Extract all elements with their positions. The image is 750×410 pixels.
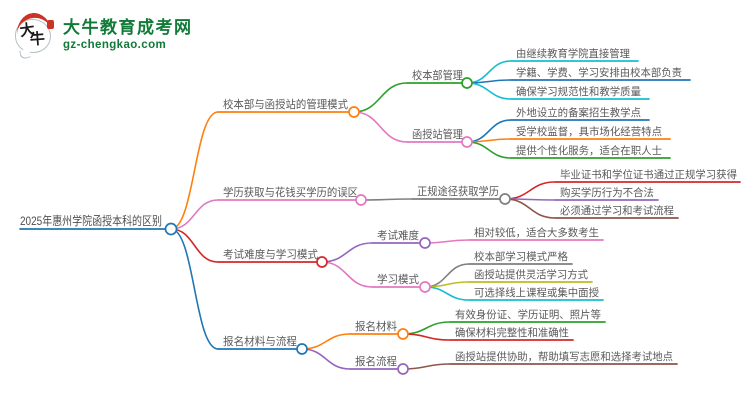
subnode-label: 报名流程 [355, 354, 397, 368]
logo-speech-bubble-icon: 大 牛 [14, 11, 56, 61]
leaf-node: 外地设立的备案招生教学点 [510, 106, 650, 121]
link-sub2-leaf3 [466, 141, 512, 159]
link-branch1-sub1 [353, 82, 408, 113]
branch-toggle[interactable] [296, 343, 308, 355]
leaf-label: 提供个性化服务，适合在职人士 [516, 144, 662, 157]
logo-red-seal-icon [47, 20, 54, 29]
leaf-node: 函授站提供协助，帮助填写志愿和选择考试地点 [449, 350, 678, 365]
subnode-label: 考试难度 [377, 228, 419, 242]
branch-toggle[interactable] [348, 106, 360, 118]
node-sub-hq-management: 校本部管理 [406, 68, 473, 89]
link-branch4-sub1 [301, 333, 351, 350]
brand-text-block: 大牛教育成考网 gz-chengkao.com [63, 18, 193, 51]
brand-domain: gz-chengkao.com [63, 38, 167, 51]
subnode-label: 正规途径获取学历 [417, 184, 499, 198]
node-sub-registration-process: 报名流程 [349, 354, 409, 375]
leaf-label: 学籍、学费、学习安排由校本部负责 [516, 66, 682, 79]
leaf-label: 购买学历行为不合法 [560, 186, 654, 199]
leaf-node: 函授站提供灵活学习方式 [468, 268, 593, 283]
subnode-toggle[interactable] [499, 193, 511, 205]
leaf-label: 确保学习规范性和教学质量 [516, 85, 641, 98]
link-sub3-leaf3 [504, 198, 556, 219]
node-sub-legit-channel: 正规途径获取学历 [411, 184, 511, 205]
subnode-toggle[interactable] [419, 281, 431, 293]
link-branch3-sub1 [321, 242, 373, 263]
subnode-toggle[interactable] [461, 136, 473, 148]
link-sub1-leaf3 [466, 82, 512, 100]
leaf-node: 确保学习规范性和教学质量 [510, 85, 650, 100]
subnode-label: 学习模式 [377, 272, 419, 286]
subnode-label: 报名材料 [355, 319, 397, 333]
node-sub-study-mode: 学习模式 [371, 272, 431, 293]
link-sub5-leaf2 [424, 281, 470, 288]
link-sub6-leaf1 [402, 321, 451, 335]
node-branch-exam-study: 考试难度与学习模式 [217, 247, 328, 268]
leaf-node: 由继续教育学院直接管理 [510, 47, 639, 62]
site-logo: 大 牛 大牛教育成考网 gz-chengkao.com [14, 11, 193, 61]
link-branch2-sub1 [360, 198, 413, 201]
leaf-node: 校本部学习模式严格 [468, 250, 573, 265]
leaf-node: 提供个性化服务，适合在职人士 [510, 144, 671, 159]
node-root: 2025年惠州学院函授本科的区别 [19, 213, 178, 236]
branch-toggle[interactable] [355, 194, 367, 206]
link-sub3-leaf1 [504, 181, 556, 200]
leaf-label: 必须通过学习和考试流程 [560, 204, 674, 217]
branch-label: 学历获取与花钱买学历的误区 [223, 185, 358, 199]
link-root-branch1 [170, 111, 219, 230]
leaf-label: 由继续教育学院直接管理 [516, 47, 630, 60]
link-sub6-leaf2 [402, 333, 451, 341]
leaf-label: 相对较低，适合大多数考生 [474, 226, 599, 239]
link-sub5-leaf3 [424, 286, 470, 301]
leaf-node: 可选择线上课程或集中面授 [468, 286, 604, 301]
leaf-label: 可选择线上课程或集中面授 [474, 286, 599, 299]
subnode-toggle[interactable] [419, 237, 431, 249]
leaf-node: 购买学历行为不合法 [554, 186, 659, 201]
logo-character-bottom: 牛 [29, 31, 46, 49]
node-branch-registration: 报名材料与流程 [217, 334, 308, 355]
subnode-label: 校本部管理 [412, 68, 463, 82]
node-root-toggle[interactable] [164, 222, 178, 236]
brand-name: 大牛教育成考网 [63, 18, 193, 38]
leaf-node: 学籍、学费、学习安排由校本部负责 [510, 66, 691, 81]
leaf-label: 受学校监督，具市场化经营特点 [516, 125, 662, 138]
leaf-node: 有效身份证、学历证明、照片等 [449, 308, 606, 323]
leaf-label: 确保材料完整性和准确性 [455, 326, 569, 339]
node-root-label: 2025年惠州学院函授本科的区别 [20, 213, 162, 228]
leaf-label: 函授站提供灵活学习方式 [474, 268, 588, 281]
node-sub-station-management: 函授站管理 [406, 127, 473, 148]
link-sub5-leaf1 [424, 263, 470, 288]
leaf-node: 毕业证书和学位证书通过正规学习获得 [554, 168, 741, 183]
link-branch3-sub2 [321, 261, 373, 288]
link-sub7-leaf1 [402, 363, 451, 370]
leaf-node: 确保材料完整性和准确性 [449, 326, 574, 341]
logo-bubble-shape [15, 19, 51, 53]
leaf-label: 校本部学习模式严格 [474, 250, 568, 263]
leaf-node: 受学校监督，具市场化经营特点 [510, 125, 671, 140]
branch-label: 报名材料与流程 [223, 334, 297, 348]
node-branch-management-mode: 校本部与函授站的管理模式 [217, 97, 360, 118]
branch-label: 校本部与函授站的管理模式 [223, 97, 348, 111]
branch-label: 考试难度与学习模式 [223, 247, 318, 261]
leaf-node: 必须通过学习和考试流程 [554, 204, 679, 219]
leaf-label: 有效身份证、学历证明、照片等 [455, 308, 601, 321]
subnode-label: 函授站管理 [412, 127, 463, 141]
link-root-branch4 [170, 228, 219, 350]
leaf-node: 相对较低，适合大多数考生 [468, 226, 604, 241]
leaf-label: 毕业证书和学位证书通过正规学习获得 [560, 168, 737, 181]
subnode-toggle[interactable] [461, 77, 473, 89]
node-sub-exam-difficulty: 考试难度 [371, 228, 431, 249]
link-sub4-leaf1 [424, 239, 470, 244]
node-branch-degree-misconception: 学历获取与花钱买学历的误区 [217, 185, 367, 206]
leaf-label: 函授站提供协助，帮助填写志愿和选择考试地点 [455, 350, 673, 363]
link-branch1-sub2 [353, 111, 408, 143]
subnode-toggle[interactable] [397, 363, 409, 375]
branch-toggle[interactable] [316, 256, 328, 268]
node-sub-registration-materials: 报名材料 [349, 319, 409, 340]
subnode-toggle[interactable] [397, 328, 409, 340]
link-branch4-sub2 [301, 348, 351, 370]
leaf-label: 外地设立的备案招生教学点 [516, 106, 641, 119]
